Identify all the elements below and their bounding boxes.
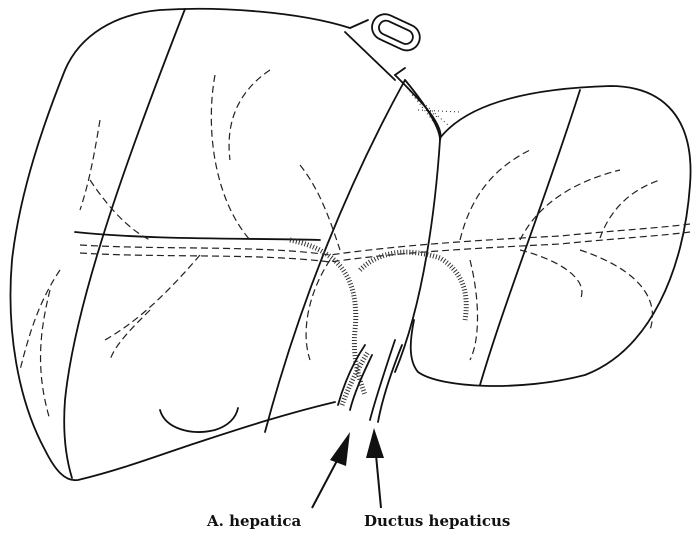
- gallbladder-bump: [159, 407, 239, 433]
- label-ductus-hepaticus: Ductus hepaticus: [364, 512, 511, 530]
- vena-cava: [371, 13, 421, 52]
- segment-line-1: [63, 8, 186, 479]
- segment-line-3: [479, 89, 581, 386]
- hepatic-artery-vessel: [337, 344, 373, 411]
- right-lobe-outline: [9, 7, 351, 482]
- portal-margin: [74, 231, 321, 241]
- left-lobe-outline: [409, 85, 692, 387]
- vessel-branches: [19, 69, 691, 421]
- segment-line-2: [264, 79, 406, 433]
- duct-arrow: [366, 428, 384, 509]
- hepatic-duct-vessel: [369, 339, 403, 423]
- artery-arrow: [311, 432, 350, 509]
- ligament-edge: [404, 79, 441, 141]
- label-a-hepatica: A. hepatica: [207, 512, 302, 530]
